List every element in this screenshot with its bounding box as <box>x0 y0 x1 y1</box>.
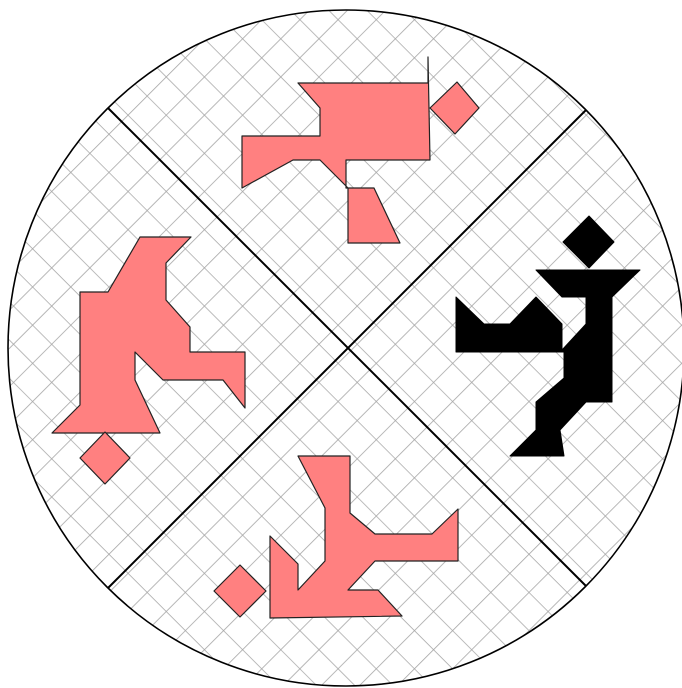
tangram-diagram <box>0 0 682 688</box>
diagram-canvas <box>0 0 682 688</box>
